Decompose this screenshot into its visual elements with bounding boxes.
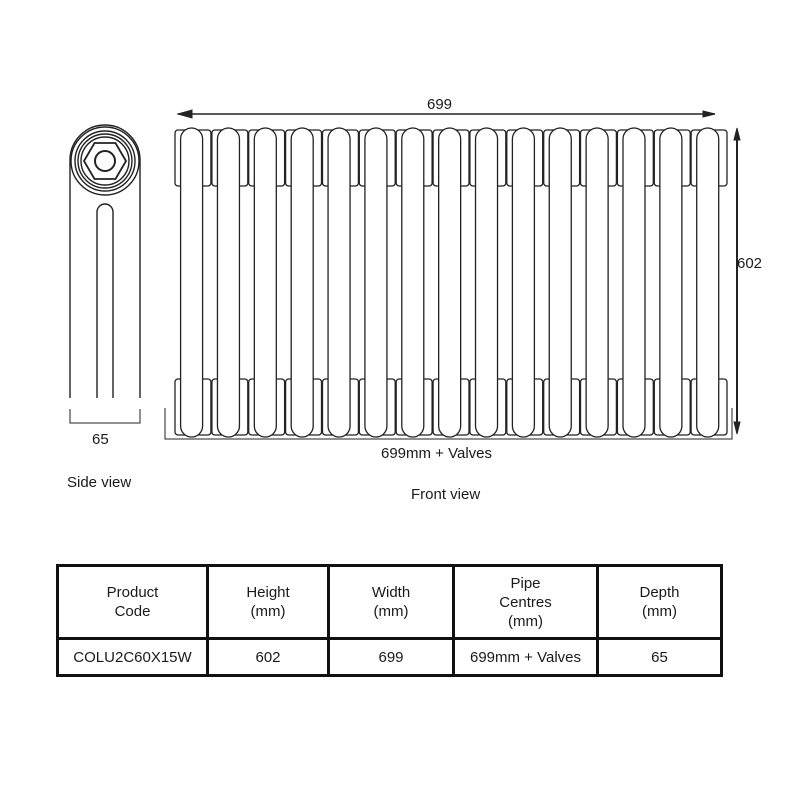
table-header-row: Product Code Height (mm) Width (mm) Pipe… bbox=[56, 564, 723, 640]
side-view-drawing bbox=[69, 124, 141, 424]
radiator-front-view bbox=[174, 127, 728, 438]
front-column bbox=[696, 127, 720, 438]
specification-table: Product Code Height (mm) Width (mm) Pipe… bbox=[56, 564, 723, 677]
cell-product-code: COLU2C60X15W bbox=[56, 637, 209, 677]
cell-width: 699 bbox=[327, 637, 455, 677]
header-text: Pipe bbox=[510, 574, 541, 592]
width-dimension-label: 699 bbox=[427, 96, 453, 113]
front-column bbox=[438, 127, 462, 438]
header-depth: Depth (mm) bbox=[596, 564, 723, 640]
header-text: Width bbox=[371, 584, 411, 601]
cell-height: 602 bbox=[206, 637, 330, 677]
header-text: Height bbox=[246, 584, 290, 601]
pipe-centres-bracket bbox=[164, 408, 733, 440]
depth-dimension-label: 65 bbox=[92, 431, 109, 448]
pipe-centres-label: 699mm + Valves bbox=[381, 445, 493, 462]
cell-pipe-centres: 699mm + Valves bbox=[452, 637, 599, 677]
header-text: (mm) bbox=[508, 612, 543, 630]
front-column bbox=[179, 127, 204, 438]
header-pipe-centres: Pipe Centres (mm) bbox=[452, 564, 599, 640]
front-column bbox=[327, 127, 351, 438]
front-column bbox=[659, 127, 683, 438]
table-row: COLU2C60X15W 602 699 699mm + Valves 65 bbox=[56, 637, 723, 677]
header-height: Height (mm) bbox=[206, 564, 330, 640]
front-column bbox=[216, 127, 241, 438]
front-column bbox=[474, 127, 499, 438]
front-column bbox=[401, 127, 425, 438]
header-text: Code bbox=[114, 603, 151, 620]
front-view-label: Front view bbox=[411, 486, 481, 503]
header-text: (mm) bbox=[250, 603, 286, 620]
front-column bbox=[585, 127, 609, 438]
header-text: (mm) bbox=[373, 603, 409, 620]
front-column bbox=[622, 127, 646, 438]
front-column bbox=[364, 127, 388, 438]
front-column bbox=[511, 127, 536, 438]
header-text: (mm) bbox=[642, 603, 677, 620]
front-column bbox=[253, 127, 277, 438]
front-column bbox=[290, 127, 314, 438]
front-column bbox=[548, 127, 572, 438]
header-product-code: Product Code bbox=[56, 564, 209, 640]
side-view-label: Side view bbox=[67, 474, 132, 491]
height-dimension-arrow bbox=[733, 127, 741, 435]
header-text: Centres bbox=[499, 593, 552, 611]
height-dimension-label: 602 bbox=[737, 255, 763, 272]
header-width: Width (mm) bbox=[327, 564, 455, 640]
width-dimension-arrow bbox=[176, 109, 716, 119]
header-text: Product bbox=[106, 584, 159, 601]
cell-depth: 65 bbox=[596, 637, 723, 677]
header-text: Depth bbox=[639, 584, 680, 601]
